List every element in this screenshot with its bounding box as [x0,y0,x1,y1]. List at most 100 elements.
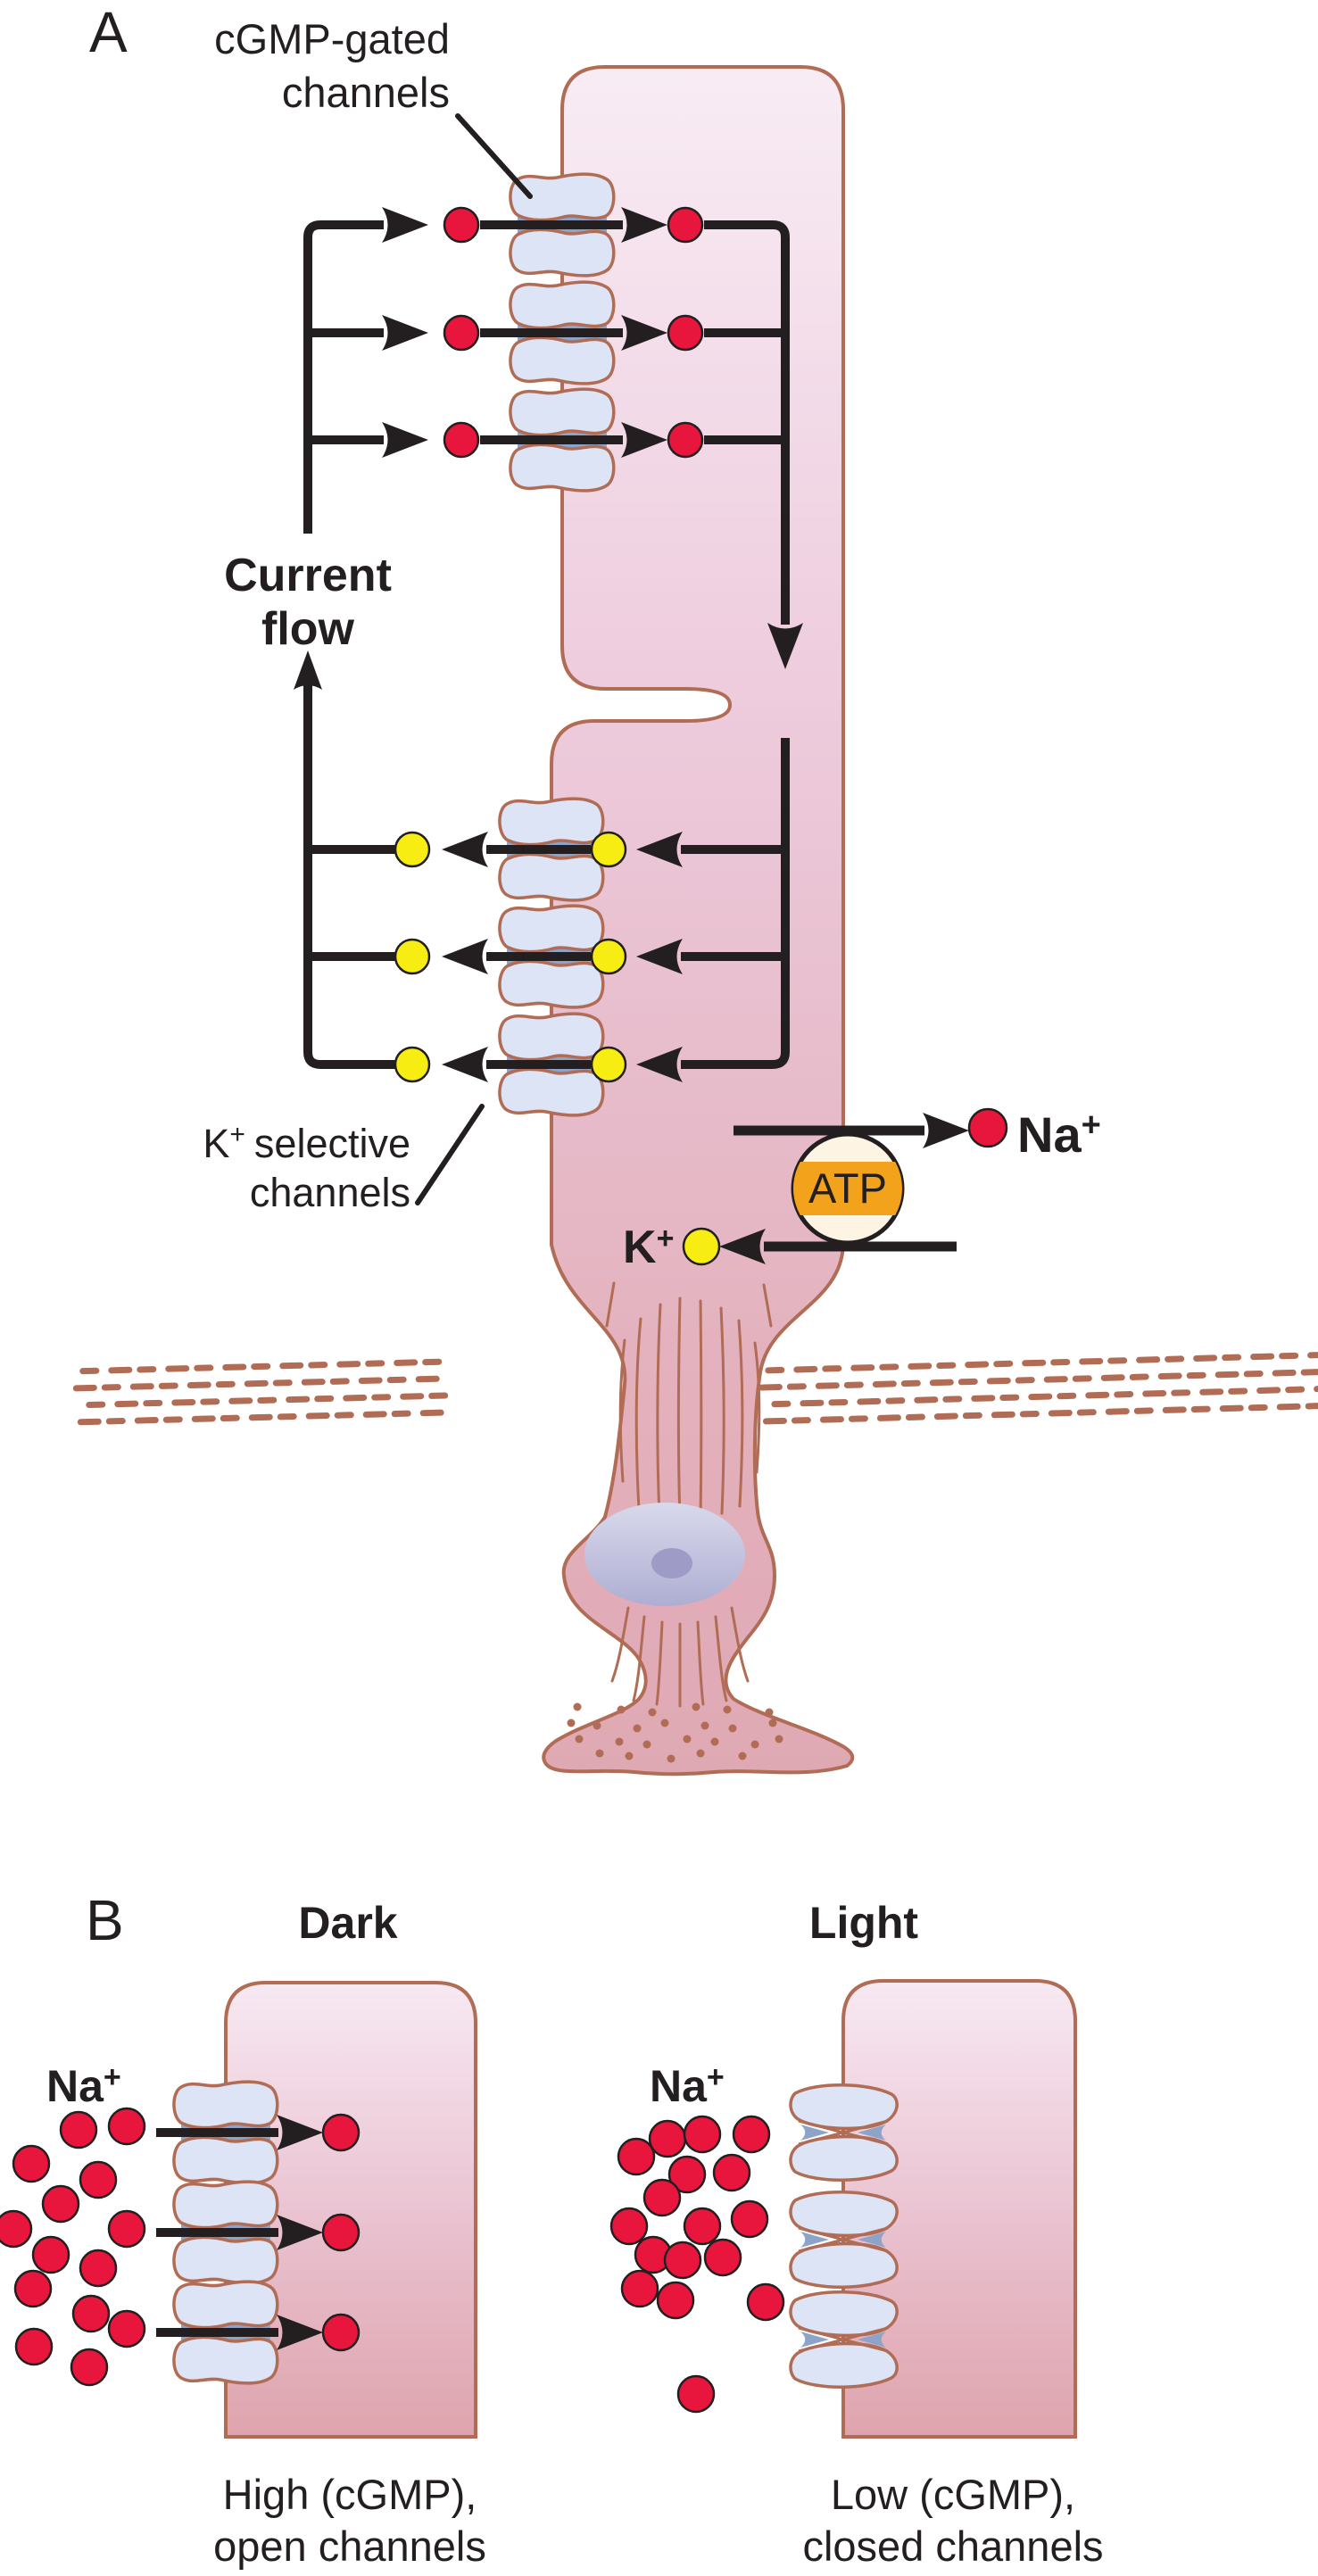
membrane-dash [187,1381,211,1389]
membrane-dash [1028,1393,1053,1401]
membrane-dash [272,1379,293,1387]
membrane-dash [800,1399,825,1407]
membrane-dash [1193,1354,1218,1362]
membrane-dash [1314,1385,1318,1393]
membrane-dash [200,1398,220,1405]
nucleolus [651,1548,692,1578]
na-ion [41,2184,80,2224]
membrane-dash [762,1417,787,1425]
membrane-dash [908,1363,933,1370]
vesicle-dot [617,1705,626,1714]
membrane-dash [1305,1403,1318,1410]
membrane-dash [222,1363,247,1371]
vesicle-dot [642,1740,651,1749]
current-flow-label-2: flow [261,603,355,655]
membrane-dash [1248,1404,1268,1412]
vesicle-dot [710,1737,719,1746]
membrane-dash [428,1392,449,1399]
na-label: Na+ [1017,1106,1101,1163]
membrane-dash [933,1412,958,1421]
low-cgmp-caption-2: closed channels [802,2522,1103,2570]
membrane-dash [1307,1351,1318,1359]
membrane-dash [1136,1356,1161,1363]
membrane-dash [415,1375,440,1383]
membrane-dash [114,1400,139,1408]
membrane-dash [72,1384,97,1392]
low-cgmp-caption-1: Low (cGMP), [831,2471,1075,2518]
na-ion [59,2110,98,2149]
membrane-dash [815,1382,840,1389]
na-ion [703,2238,742,2277]
membrane-dash [108,1366,133,1374]
cgmp-channels-label-2: channels [282,69,450,116]
membrane-dash [1050,1358,1071,1366]
vesicle-dot [567,1719,576,1727]
membrane-dash [993,1360,1014,1368]
membrane-dash [876,1414,901,1421]
membrane-dash [1186,1371,1206,1379]
membrane-dash [786,1383,807,1390]
na-ion [648,2119,687,2158]
atp-label: ATP [808,1164,887,1212]
membrane-dash [279,1362,304,1370]
membrane-dash [857,1397,882,1405]
dark-header: Dark [298,1898,397,1948]
current-loop-left-top [303,207,428,534]
vesicle-dot [700,1721,709,1730]
membrane-dash [365,1360,385,1367]
membrane-dash [1015,1377,1035,1384]
membrane-dash [143,1399,163,1407]
vesicle-dot [660,1719,669,1727]
membrane-dash [771,1400,792,1408]
membrane-dash [1190,1405,1211,1413]
membrane-dash [1222,1354,1242,1362]
membrane-dash [872,1380,897,1387]
membrane-dash [336,1361,361,1368]
high-cgmp-caption-1: High (cGMP), [223,2471,477,2518]
k-selective-label-2: channels [250,1170,410,1215]
panel-a-letter: A [89,0,128,64]
membrane-dash [101,1384,121,1391]
membrane-dash [819,1416,844,1423]
membrane-dash [358,1377,383,1384]
na-ion [667,2155,707,2194]
membrane-dash [1100,1374,1125,1381]
membrane-dash [343,1394,368,1402]
na-ion [656,2281,695,2320]
dark-na-label: Na+ [46,2060,121,2111]
vesicle-dot [615,1737,624,1746]
membrane-dash [137,1366,157,1373]
membrane-dash [991,1411,1015,1419]
membrane-dash [1279,1352,1299,1360]
na-ion [676,2374,716,2414]
vesicle-dot [575,1735,584,1744]
k-selective-callout-line [415,1104,485,1205]
membrane-dash [77,1418,102,1426]
membrane-dash [1048,1409,1073,1417]
membrane-dash [1171,1389,1191,1396]
vesicle-dot [765,1708,774,1717]
na-ion [732,2115,771,2154]
panel-a: ATP Na+ K+ A cGMP-gated channels Current… [72,0,1318,1777]
membrane-dash [929,1379,954,1387]
membrane-dash [308,1362,328,1369]
rod-cell-outline [542,65,855,1777]
vesicle-dot [573,1702,582,1711]
membrane-dash [999,1394,1020,1402]
na-ion [642,2178,682,2217]
membrane-dash [422,1358,443,1366]
membrane-dash [371,1394,392,1401]
light-header: Light [809,1898,919,1948]
vesicle-dot [633,1724,642,1733]
na-ion [617,2137,656,2176]
closed-channel-icon [789,2083,899,2183]
k-efflux-arrows [442,832,591,1082]
stalk-striations [610,1606,750,1708]
membrane-dash [791,1417,811,1424]
membrane-dash [1129,1373,1149,1380]
na-ion [967,1107,1008,1148]
membrane-dash [134,1417,159,1424]
membrane-dash [1219,1404,1244,1412]
membrane-dash [305,1412,330,1420]
